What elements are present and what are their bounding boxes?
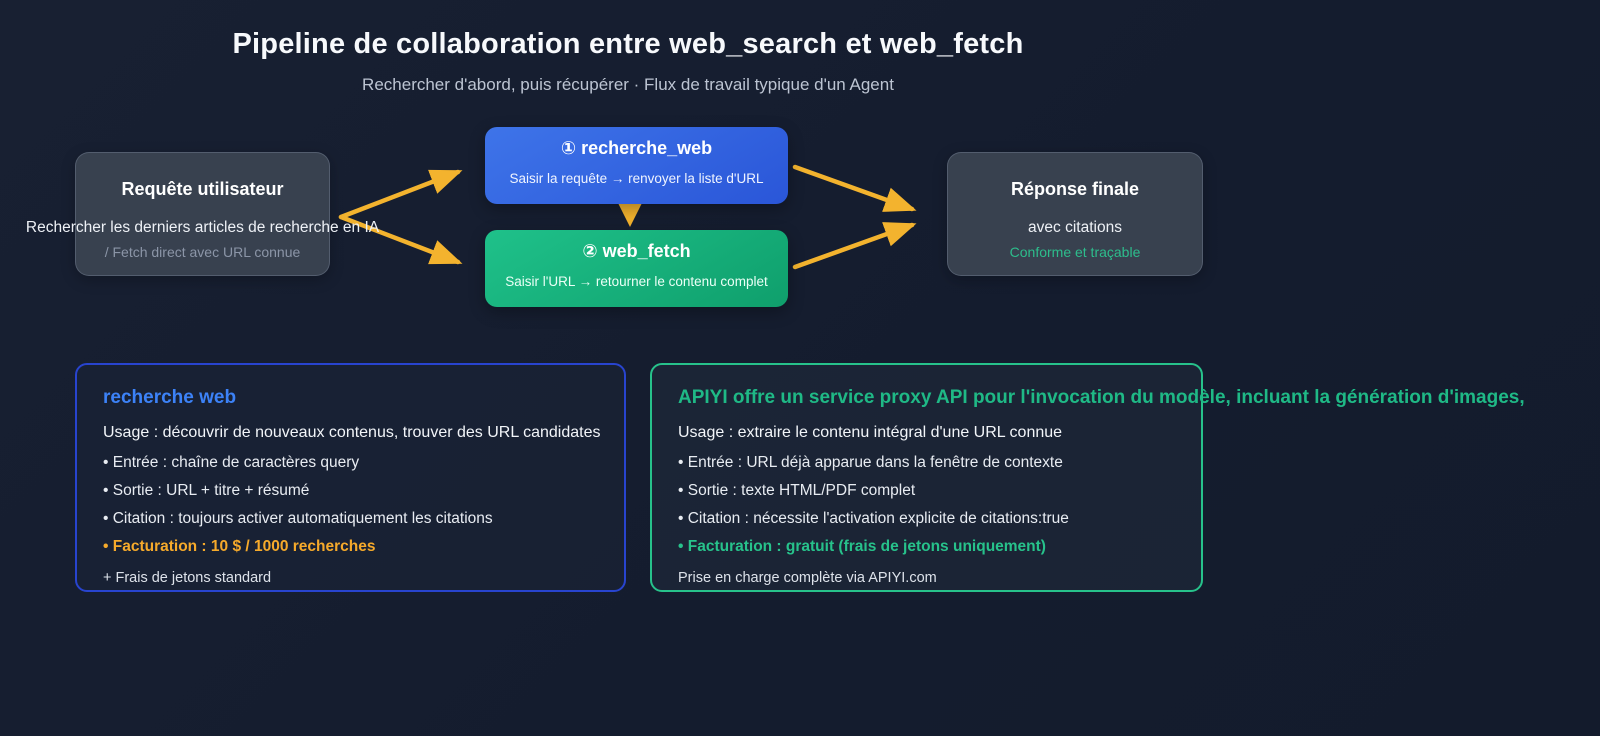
web-search-node: ① recherche_web Saisir la requête → renv… [485,127,788,204]
arrow-fetch-to-final [792,222,917,270]
web-search-card: recherche web Usage : découvrir de nouve… [75,363,626,592]
user-query-title: Requête utilisateur [121,179,284,199]
web-search-node-subtitle: Saisir la requête → renvoyer la liste d'… [509,171,764,186]
web-search-bullet-billing: • Facturation : 10 $ / 1000 recherches [103,538,376,555]
web-fetch-card-title: APIYI offre un service proxy API pour l'… [678,387,1525,408]
web-search-footnote: + Frais de jetons standard [103,570,272,586]
final-answer-citations: avec citations [1028,219,1122,236]
web-fetch-bullet-citation: • Citation : nécessite l'activation expl… [678,510,1069,527]
web-fetch-bullet-billing: • Facturation : gratuit (frais de jetons… [678,538,1046,555]
web-fetch-bullet-list: • Entrée : URL déjà apparue dans la fenê… [678,454,1175,556]
web-search-usage: Usage : découvrir de nouveaux contenus, … [103,424,601,441]
web-search-bullet-citation: • Citation : toujours activer automatiqu… [103,510,493,527]
arrow-search-to-fetch [617,201,643,227]
header: Pipeline de collaboration entre web_sear… [0,0,1256,95]
final-answer-title: Réponse finale [1010,179,1140,199]
web-search-node-title: ① recherche_web [560,138,713,158]
web-fetch-bullet-output: • Sortie : texte HTML/PDF complet [678,482,916,499]
final-answer-node: Réponse finale avec citations Conforme e… [947,152,1203,276]
page-subtitle: Rechercher d'abord, puis récupérer · Flu… [362,75,894,94]
web-fetch-node: ② web_fetch Saisir l'URL → retourner le … [485,230,788,307]
web-search-card-title: recherche web [103,387,237,408]
web-fetch-node-subtitle: Saisir l'URL → retourner le contenu comp… [505,274,768,289]
web-fetch-card: APIYI offre un service proxy API pour l'… [650,363,1525,592]
page-title: Pipeline de collaboration entre web_sear… [232,28,1024,60]
user-query-node: Requête utilisateur Rechercher les derni… [26,152,379,276]
user-query-alt: / Fetch direct avec URL connue [104,244,301,260]
web-fetch-usage: Usage : extraire le contenu intégral d'u… [678,424,1063,441]
final-answer-traceable: Conforme et traçable [1009,244,1141,260]
arrow-search-to-final [792,164,917,212]
web-fetch-footnote: Prise en charge complète via APIYI.com [678,570,937,586]
web-search-bullet-list: • Entrée : chaîne de caractères query • … [103,454,598,556]
web-search-bullet-input: • Entrée : chaîne de caractères query [103,454,360,471]
web-search-bullet-output: • Sortie : URL + titre + résumé [103,482,310,499]
arrow-user-to-search [338,169,463,220]
web-fetch-node-title: ② web_fetch [582,241,691,261]
user-query-example: Rechercher les derniers articles de rech… [25,219,380,236]
web-fetch-bullet-input: • Entrée : URL déjà apparue dans la fenê… [678,454,1063,471]
